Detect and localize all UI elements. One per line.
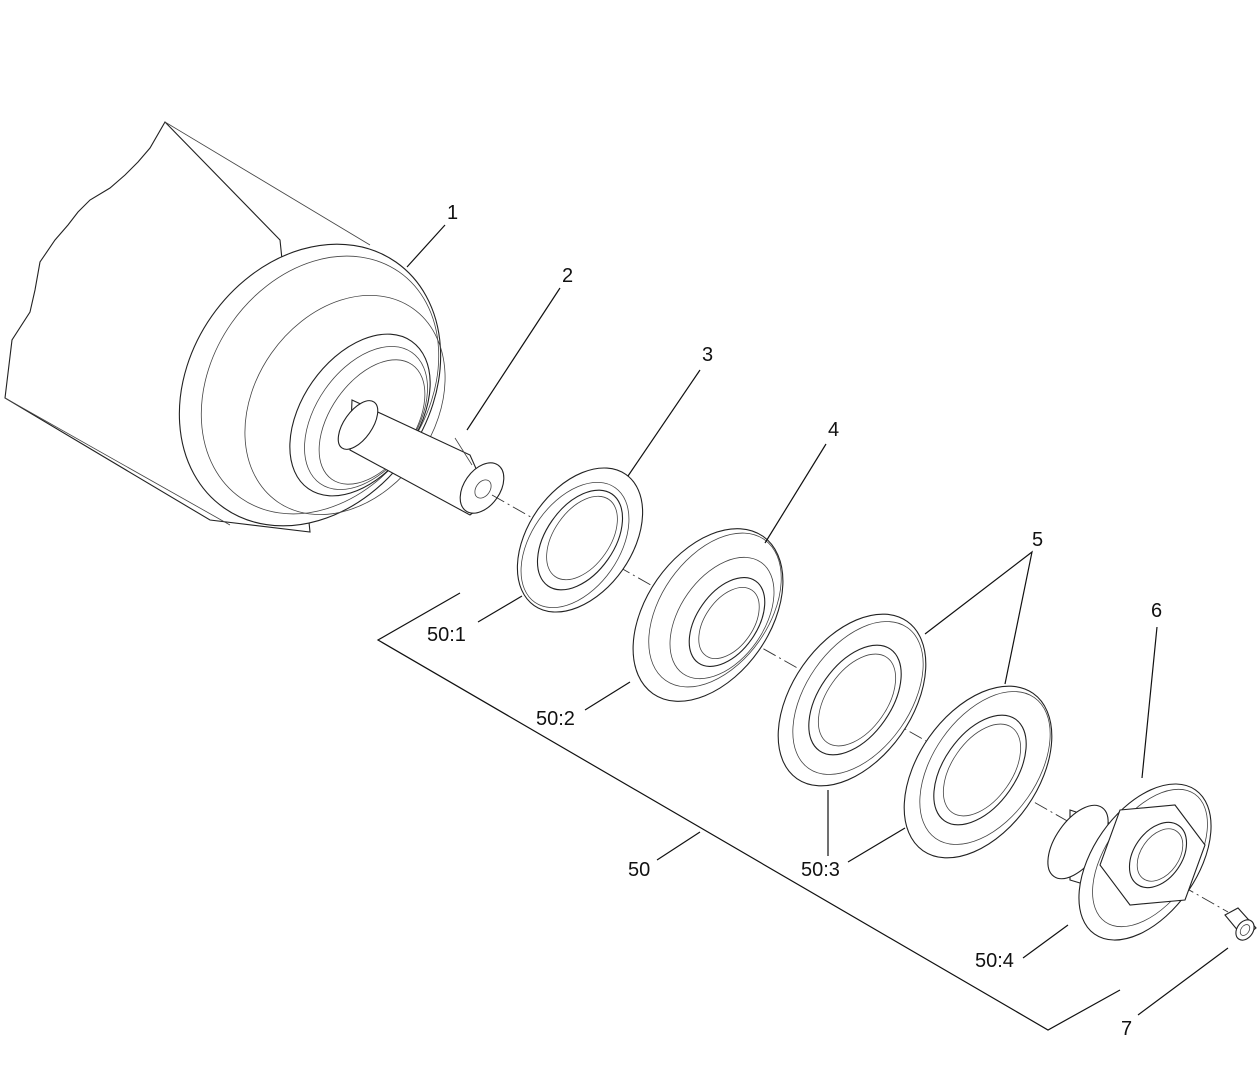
callout-50: 50	[628, 859, 650, 881]
seal-5a	[777, 613, 927, 787]
callout-50-4: 50:4	[975, 950, 1014, 972]
leader-2	[466, 287, 561, 431]
callout-7: 7	[1121, 1018, 1132, 1040]
leader-3	[627, 369, 701, 477]
callout-50-1: 50:1	[427, 624, 466, 646]
leader-5	[924, 550, 1033, 685]
callout-1: 1	[447, 202, 458, 224]
leader-50	[656, 831, 701, 861]
flange-nut	[1047, 783, 1212, 941]
leader-50-1	[477, 595, 523, 623]
leader-50-4	[1022, 924, 1069, 959]
seal	[516, 467, 644, 613]
bearing	[632, 528, 784, 702]
leader-1	[406, 224, 446, 268]
leader-50-3b	[847, 827, 906, 863]
leader-6	[1141, 626, 1158, 779]
callout-5: 5	[1032, 529, 1043, 551]
leader-50-2	[584, 681, 631, 711]
callout-50-3: 50:3	[801, 859, 840, 881]
callout-6: 6	[1151, 600, 1162, 622]
callout-2: 2	[562, 265, 573, 287]
kit-bracket-line	[376, 592, 1121, 1031]
callout-50-2: 50:2	[536, 708, 575, 730]
leader-7	[1137, 947, 1229, 1016]
shaft	[337, 399, 505, 516]
seal-5b	[903, 685, 1053, 859]
roller-housing	[4, 121, 446, 533]
callout-4: 4	[828, 419, 839, 441]
leader-4	[764, 443, 827, 544]
set-screw	[1224, 907, 1257, 941]
callout-3: 3	[702, 344, 713, 366]
